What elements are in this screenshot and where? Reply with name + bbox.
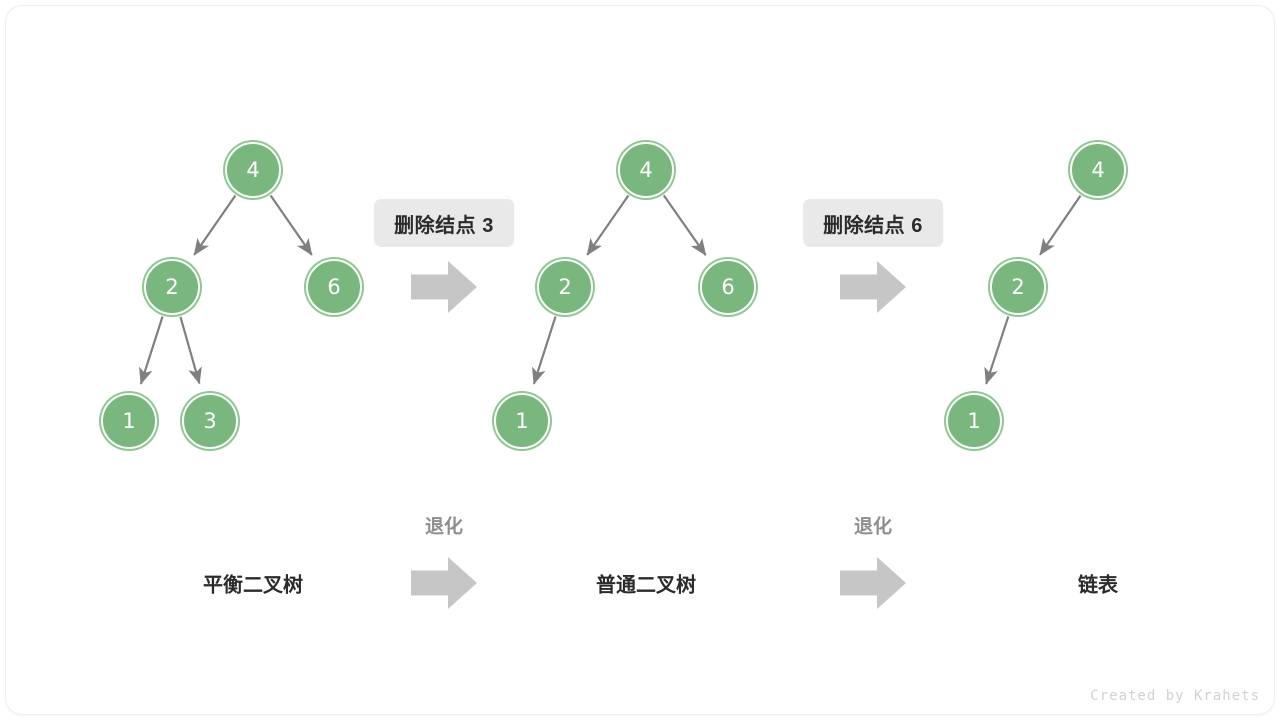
tree-node: 2 — [144, 259, 200, 315]
transition-label: 退化 — [853, 516, 893, 538]
right-arrow-icon — [411, 557, 477, 609]
tree-node: 4 — [618, 142, 674, 198]
tree-edges-layer — [139, 194, 1082, 385]
tree-node: 4 — [225, 142, 281, 198]
tree-node-value: 6 — [721, 274, 735, 299]
right-arrow-icon — [411, 261, 477, 313]
tree-node: 3 — [182, 393, 238, 449]
tree-edge — [139, 316, 164, 385]
watermark-credit: Created by Krahets — [1090, 688, 1260, 704]
tree-node: 4 — [1070, 142, 1126, 198]
tree-node: 1 — [494, 393, 550, 449]
tree-node: 2 — [537, 259, 593, 315]
stage-caption: 链表 — [1078, 574, 1118, 597]
tree-edge — [179, 316, 202, 385]
operation-badge-label: 删除结点 3 — [394, 214, 494, 237]
stage-caption: 平衡二叉树 — [203, 574, 303, 597]
tree-edge — [1039, 194, 1082, 256]
tree-node-value: 4 — [246, 157, 260, 182]
transition-label: 退化 — [424, 516, 464, 538]
operation-badge: 删除结点 3 — [374, 199, 514, 247]
right-arrow-icon — [840, 261, 906, 313]
tree-node-value: 3 — [203, 408, 217, 433]
tree-edge — [193, 194, 237, 256]
tree-node: 2 — [990, 259, 1046, 315]
tree-node: 6 — [306, 259, 362, 315]
tree-edge — [269, 194, 313, 256]
tree-node: 1 — [101, 393, 157, 449]
tree-node: 1 — [946, 393, 1002, 449]
operation-badge-label: 删除结点 6 — [823, 214, 923, 237]
tree-node-value: 1 — [515, 408, 529, 433]
tree-node-value: 1 — [122, 408, 136, 433]
tree-node-value: 2 — [1011, 274, 1025, 299]
tree-edge — [586, 194, 630, 256]
tree-edge — [532, 316, 557, 385]
diagram-stage: 4 2 6 1 3 4 2 6 1 4 2 1 平衡二叉树 普通二叉树 链表 删除结点 3 退化 删除结点 6 退… — [6, 6, 1274, 714]
operation-badge: 删除结点 6 — [803, 199, 943, 247]
tree-node-value: 4 — [639, 157, 653, 182]
stage-caption: 普通二叉树 — [596, 574, 696, 597]
tree-edge — [984, 316, 1010, 385]
tree-node-value: 1 — [967, 408, 981, 433]
tree-node: 6 — [700, 259, 756, 315]
tree-node-value: 4 — [1091, 157, 1105, 182]
tree-edge — [662, 194, 707, 256]
tree-node-value: 2 — [165, 274, 179, 299]
right-arrow-icon — [840, 557, 906, 609]
tree-node-value: 6 — [327, 274, 341, 299]
tree-node-value: 2 — [558, 274, 572, 299]
figure-card: 4 2 6 1 3 4 2 6 1 4 2 1 平衡二叉树 普通二叉树 链表 删除结点 3 退化 删除结点 6 退… — [6, 6, 1274, 714]
